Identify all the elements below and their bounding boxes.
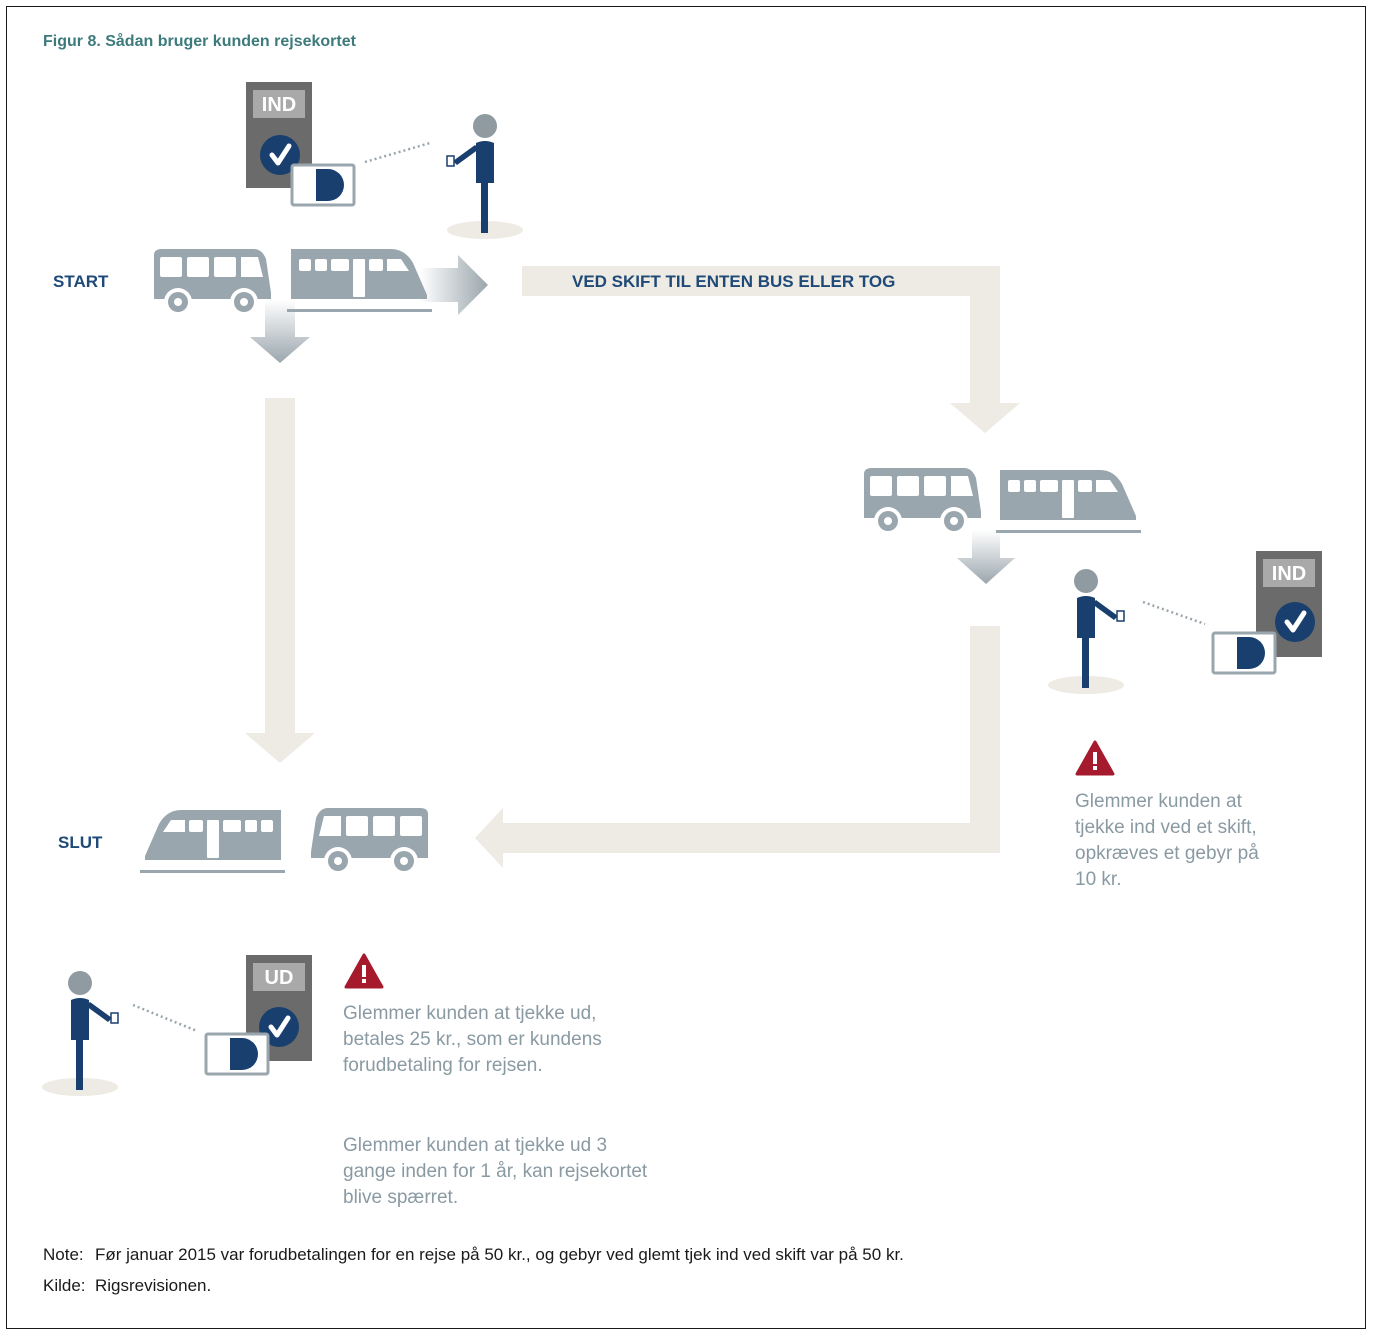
- bus-icon: [864, 468, 981, 535]
- footnote: Note: Før januar 2015 var forudbetalingen…: [43, 1245, 904, 1265]
- flow-paths: [245, 266, 1020, 868]
- tap-signal: [1142, 600, 1206, 626]
- card-reader-icon: UD: [204, 955, 312, 1076]
- warning-text-checkout-block: Glemmer kunden at tjekke ud 3 gange inde…: [343, 1135, 648, 1208]
- card-icon: [204, 1032, 270, 1076]
- warning-text-checkout-fee: Glemmer kunden at tjekke ud, betales 25 …: [343, 1003, 602, 1076]
- train-icon: [996, 470, 1141, 533]
- person-icon: [41, 970, 119, 1097]
- start-label: START: [53, 272, 109, 291]
- path-top-right: [522, 266, 1020, 433]
- terminal-label-in: IND: [1272, 563, 1306, 585]
- start-arrow-right: [420, 255, 488, 315]
- transfer-arrow-down: [957, 530, 1015, 584]
- figure-title: Figur 8. Sådan bruger kunden rejsekortet: [43, 33, 356, 50]
- warning-icon: [1075, 740, 1115, 776]
- card-reader-icon: IND: [246, 82, 356, 207]
- footnote-key: Note:: [43, 1245, 84, 1264]
- bus-icon: [154, 249, 271, 316]
- tap-signal: [364, 141, 431, 164]
- tap-signal: [132, 1003, 198, 1033]
- person-icon: [1047, 568, 1125, 695]
- source-key: Kilde:: [43, 1276, 86, 1295]
- warning-icon: [344, 953, 384, 989]
- person-icon: [446, 113, 524, 240]
- warning-text-transfer: Glemmer kunden at tjekke ind ved et skif…: [1075, 791, 1259, 890]
- train-icon: [140, 810, 285, 873]
- bus-icon: [311, 808, 428, 875]
- train-icon: [287, 249, 432, 312]
- path-right-return: [475, 626, 1000, 868]
- end-label: SLUT: [58, 833, 103, 852]
- terminal-label-out: UD: [265, 967, 294, 989]
- source-text: Rigsrevisionen.: [95, 1276, 212, 1295]
- start-arrow-down: [250, 300, 310, 363]
- terminal-label-in: IND: [262, 94, 296, 116]
- footnote-text: Før januar 2015 var forudbetalingen for …: [95, 1245, 904, 1264]
- source-line: Kilde: Rigsrevisionen.: [43, 1276, 211, 1296]
- transfer-label: VED SKIFT TIL ENTEN BUS ELLER TOG: [572, 272, 896, 291]
- card-icon: [1211, 631, 1277, 675]
- card-reader-icon: IND: [1211, 551, 1322, 675]
- card-icon: [290, 163, 356, 207]
- figure-frame: [6, 6, 1366, 1329]
- checkmark-icon: [1275, 602, 1315, 642]
- path-left-down: [245, 398, 315, 763]
